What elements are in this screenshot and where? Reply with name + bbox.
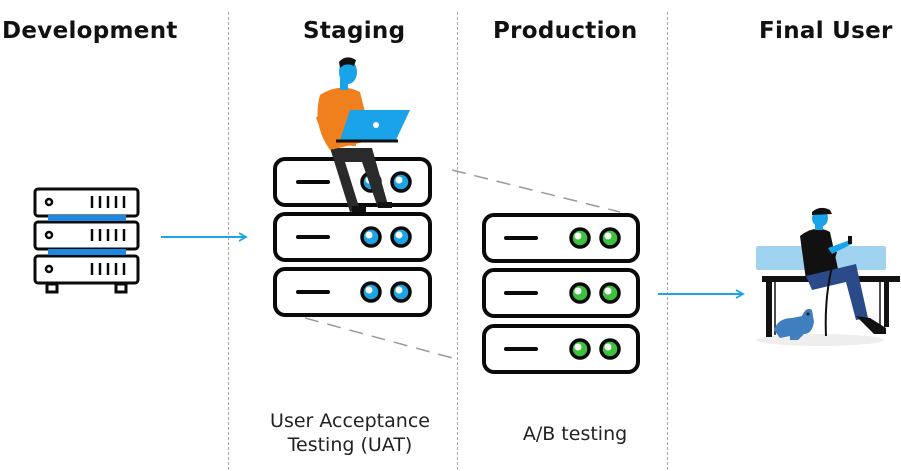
dev-server-rack-icon [33,187,140,294]
staging-server-stack-icon [273,157,432,317]
production-caption: A/B testing [490,422,660,446]
staging-caption: User Acceptance Testing (UAT) [255,409,445,457]
divider-3 [667,12,668,470]
staging-caption-line-2: Testing (UAT) [287,434,413,456]
staging-caption-line-1: User Acceptance [270,410,430,432]
stage-title-staging: Staging [303,18,406,44]
perspective-line-top [451,169,621,213]
stage-title-production: Production [493,18,638,44]
person-on-bench-with-dog-icon [756,207,900,346]
divider-2 [457,12,458,470]
stage-title-development: Development [2,18,178,44]
stage-title-final-user: Final User [759,18,893,44]
production-caption-line-1: A/B testing [522,423,628,445]
production-server-stack-icon [482,213,640,374]
perspective-line-bottom [304,317,461,361]
divider-1 [228,12,229,470]
person-with-laptop-icon [316,57,410,212]
